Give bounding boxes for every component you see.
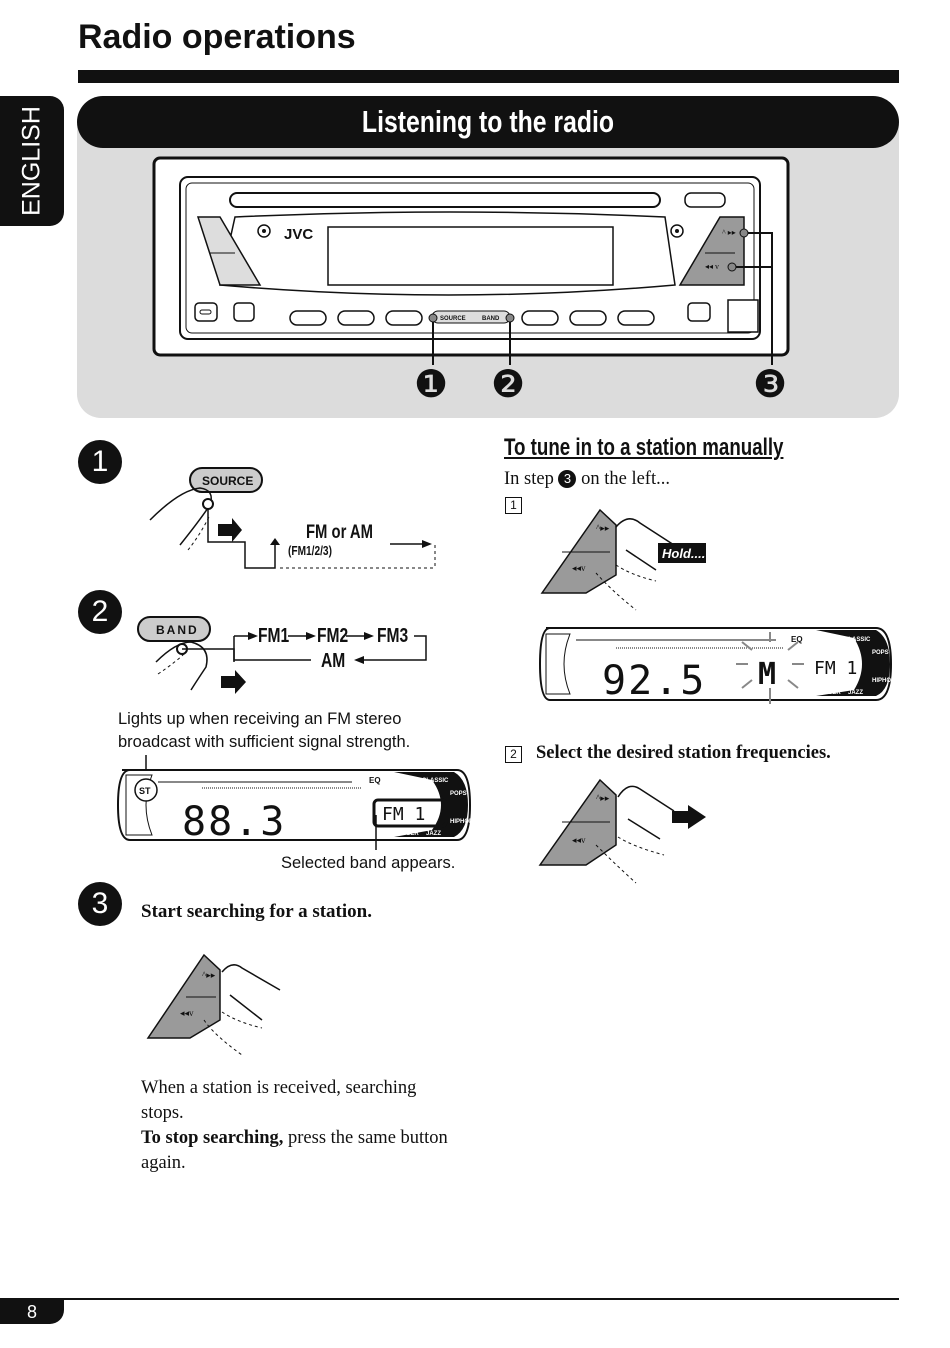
- manual-band: FM 1: [814, 658, 857, 679]
- hold-illustration: ^▸▸ ◂◂v Hold....: [540, 508, 706, 611]
- intro-prefix: In step: [504, 469, 559, 489]
- stop-rest: press the same button again.: [141, 1128, 448, 1173]
- radio-faceplate: JVC ^ ▸▸ ◂◂ v SOURCE BAND: [152, 156, 790, 365]
- stereo-note: Lights up when receiving an FM stereo br…: [118, 710, 411, 751]
- band-am: AM: [321, 650, 346, 672]
- step-3-badge: 3: [78, 882, 122, 926]
- band-fm3: FM3: [377, 625, 409, 647]
- step-3-illustration: ^▸▸ ◂◂v: [146, 953, 281, 1056]
- display-frequency: 88.3: [182, 799, 286, 845]
- svg-text:◂◂ v: ◂◂ v: [705, 262, 719, 271]
- manual-heading: To tune in to a station manually: [504, 434, 784, 461]
- step-2-band-key: BAND: [156, 623, 199, 637]
- step-3-stop: To stop searching, press the same button…: [141, 1126, 461, 1176]
- svg-text:^▸▸: ^▸▸: [202, 970, 216, 980]
- page-number-text: 8: [26, 1302, 37, 1322]
- callout-1: ❶: [414, 364, 449, 406]
- section-banner: Listening to the radio: [77, 96, 899, 148]
- svg-text:◂◂v: ◂◂v: [572, 563, 586, 573]
- manual-mode-pops: POPS: [872, 650, 889, 656]
- step-1-illustration: SOURCE: [149, 467, 436, 569]
- language-tab-label: ENGLISH: [17, 106, 46, 216]
- band-fm2: FM2: [317, 625, 349, 647]
- svg-text:SOURCE: SOURCE: [202, 474, 253, 488]
- svg-text:^▸▸: ^▸▸: [596, 523, 610, 533]
- substep-2-number: 2: [505, 746, 522, 763]
- page-number: 8: [0, 1300, 64, 1324]
- hold-label: Hold....: [662, 546, 705, 561]
- callout-2: ❷: [491, 364, 526, 406]
- select-illustration: ^▸▸ ◂◂v: [538, 778, 706, 884]
- intro-suffix: on the left...: [576, 469, 670, 489]
- footer-rule: [0, 1298, 899, 1300]
- mode-hiphop: HIPHOP: [450, 819, 473, 825]
- mode-rock: ROCK: [402, 778, 420, 784]
- display-band: FM 1: [382, 804, 425, 825]
- st-indicator: ST: [139, 786, 151, 796]
- page-title: Radio operations: [78, 18, 356, 56]
- language-tab: ENGLISH: [0, 96, 64, 226]
- display-step-2: ST 88.3 EQ ROCK CLASSIC POPS HIPHOP USER…: [116, 755, 473, 850]
- band-note: Selected band appears.: [281, 854, 456, 872]
- manual-mode-classic: CLASSIC: [844, 637, 871, 643]
- step-1-result: FM or AM: [306, 522, 373, 543]
- manual-mode-rock: ROCK: [824, 637, 842, 643]
- manual-mode-indicator: M: [758, 657, 776, 692]
- display-manual: 92.5 EQ ROCK CLASSIC POPS HIPHOP USER JA…: [538, 627, 895, 704]
- brand-logo: JVC: [284, 226, 313, 243]
- mode-classic: CLASSIC: [422, 778, 449, 784]
- substep-2-text: Select the desired station frequencies.: [536, 743, 831, 763]
- manual-intro: In step 3 on the left...: [504, 469, 670, 490]
- callout-3: ❸: [753, 364, 788, 406]
- panel-source-label: SOURCE: [440, 316, 466, 322]
- svg-text:◂◂v: ◂◂v: [180, 1008, 194, 1018]
- step-1-sub: (FM1/2/3): [288, 543, 332, 558]
- manual-mode-jazz: JAZZ: [848, 690, 863, 696]
- eq-label: EQ: [369, 776, 381, 785]
- mode-jazz: JAZZ: [426, 831, 441, 837]
- step-3-title: Start searching for a station.: [141, 901, 372, 922]
- stop-bold: To stop searching,: [141, 1128, 284, 1148]
- band-fm1: FM1: [258, 625, 290, 647]
- manual-mode-user: USER: [824, 690, 841, 696]
- title-rule: [78, 70, 899, 83]
- intro-step-ref: 3: [558, 470, 577, 488]
- manual-eq-label: EQ: [791, 635, 803, 644]
- manual-mode-hiphop: HIPHOP: [872, 678, 895, 684]
- mode-user: USER: [402, 831, 419, 837]
- section-title: Listening to the radio: [361, 104, 615, 139]
- step-1-badge: 1: [78, 440, 122, 484]
- blink-rays-icon: [736, 632, 804, 704]
- step-2-badge: 2: [78, 590, 122, 634]
- panel-band-label: BAND: [482, 316, 500, 322]
- manual-frequency: 92.5: [602, 658, 706, 704]
- substep-1-number: 1: [505, 497, 522, 514]
- mode-pops: POPS: [450, 791, 467, 797]
- svg-text:^ ▸▸: ^ ▸▸: [722, 228, 736, 237]
- step-2-illustration: BAND: [137, 616, 427, 694]
- svg-text:^▸▸: ^▸▸: [596, 793, 610, 803]
- step-3-desc: When a station is received, searching st…: [141, 1078, 417, 1123]
- svg-text:◂◂v: ◂◂v: [572, 835, 586, 845]
